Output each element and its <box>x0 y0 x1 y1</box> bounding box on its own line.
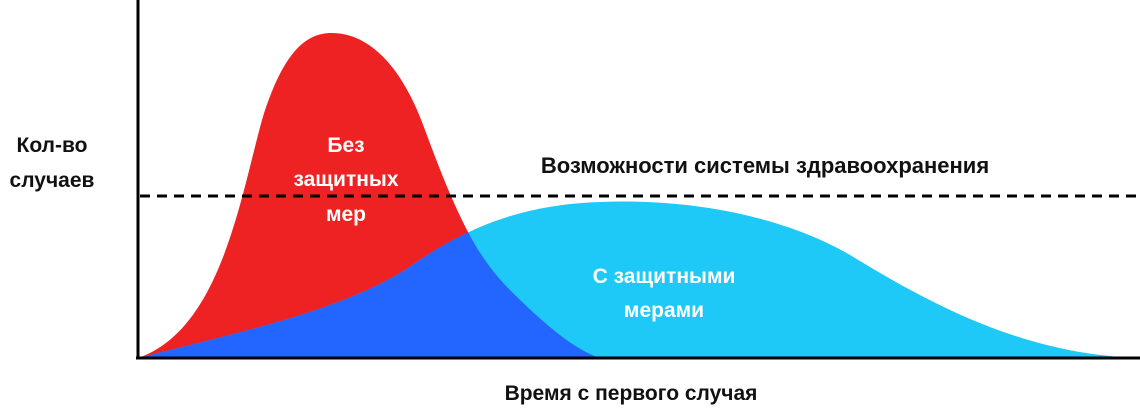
healthcare-capacity-label: Возможности системы здравоохранения <box>541 153 989 178</box>
y-axis-label-line-2: случаев <box>10 169 95 192</box>
without-measures-label-line-3: мер <box>326 203 366 226</box>
y-axis-label-line-1: Кол-во <box>17 134 88 157</box>
with-measures-label-line-1: С защитными <box>593 265 736 288</box>
with-measures-label-line-2: мерами <box>624 299 704 322</box>
without-measures-label-line-1: Без <box>327 134 364 157</box>
without-measures-label-line-2: защитных <box>293 168 398 191</box>
curve-overlap-region <box>138 201 600 358</box>
x-axis-label: Время с первого случая <box>505 382 758 405</box>
